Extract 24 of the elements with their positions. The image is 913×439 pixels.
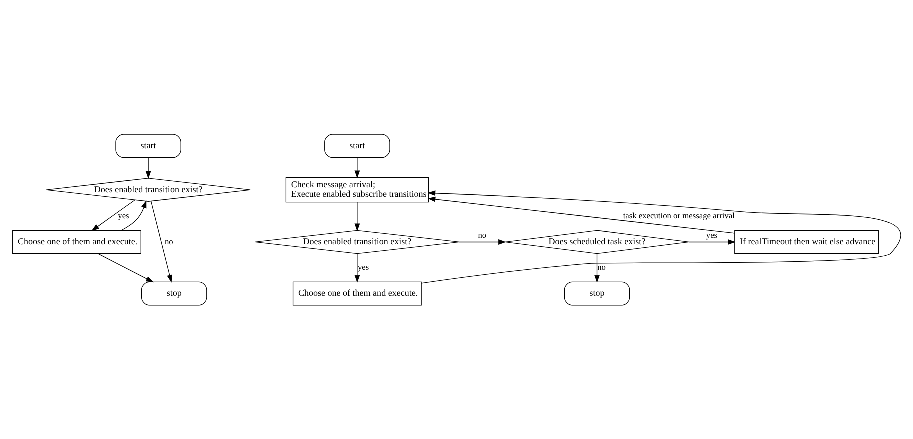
node-diamond: Does enabled transition exist? — [254, 230, 460, 254]
arrow — [91, 199, 136, 231]
arrow — [427, 196, 735, 234]
arrow — [354, 157, 360, 178]
node-box: start — [115, 134, 181, 158]
node-diamond: Does scheduled task exist? — [504, 230, 689, 254]
arrow — [120, 200, 146, 230]
arrow — [354, 202, 360, 232]
arrow — [420, 190, 901, 284]
node-diamond: Does enabled transition exist? — [46, 178, 250, 202]
node-box: Check message arrival; Execute enabled subscribe transitions — [285, 176, 428, 202]
node-box: If realTimeout then wait else advance — [734, 230, 878, 254]
node-box: stop — [140, 281, 207, 306]
arrow — [458, 239, 506, 244]
arrow — [98, 253, 154, 282]
arrow — [150, 200, 172, 282]
arrow — [688, 239, 736, 244]
node-box: Choose one of them and execute. — [292, 281, 422, 306]
arrow — [145, 157, 151, 179]
node-box: start — [324, 134, 390, 158]
arrow — [594, 253, 600, 283]
node-box: stop — [564, 281, 630, 306]
arrow — [354, 253, 360, 283]
node-box: Choose one of them and execute. — [12, 230, 141, 254]
